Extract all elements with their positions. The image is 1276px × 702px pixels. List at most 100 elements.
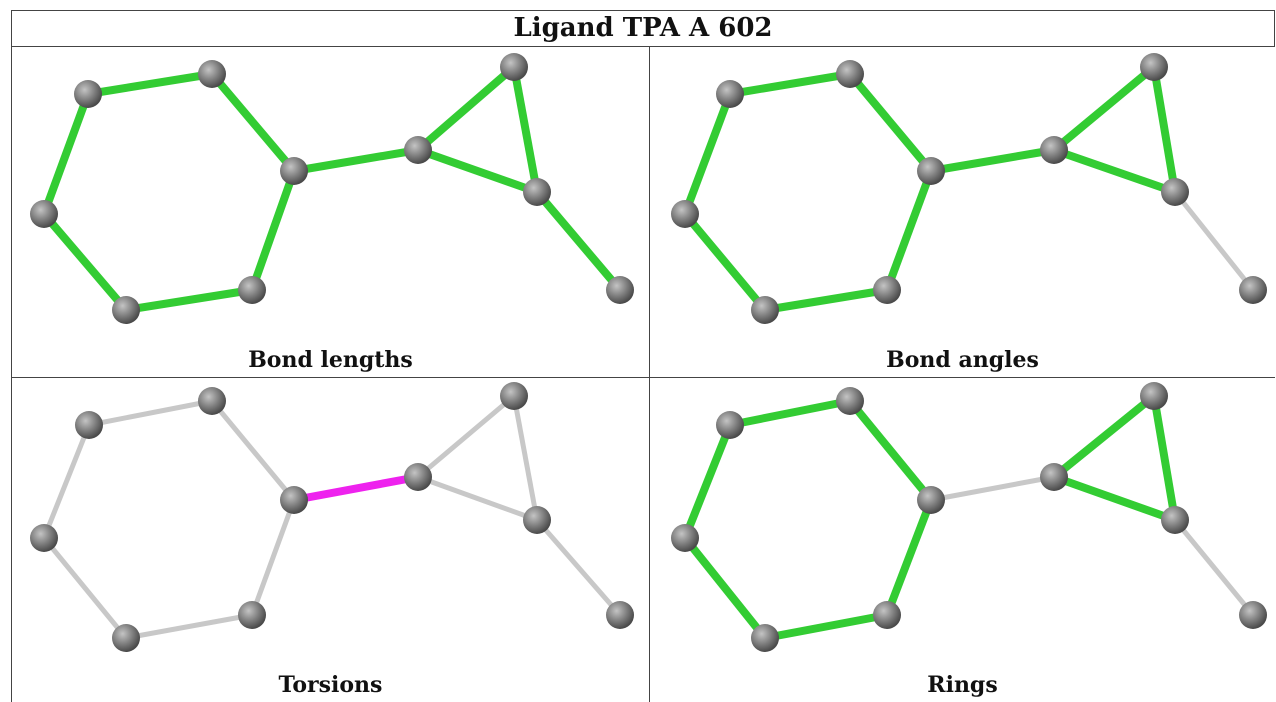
atom [198,387,226,415]
row-divider-right [649,377,1275,378]
atom [751,624,779,652]
bond-pass [1150,66,1179,193]
atom [716,411,744,439]
atom [112,624,140,652]
bond-neutral [930,474,1055,503]
figure-title: Ligand TPA A 602 [513,13,773,43]
bond-neutral [417,474,538,523]
atom [751,296,779,324]
atom [716,80,744,108]
bond-pass [764,611,888,642]
bond-neutral [416,394,516,479]
molecule-bond-angles [671,53,1267,324]
panel-caption: Bond lengths [248,347,413,373]
bond-pass [208,71,298,174]
atom [1161,178,1189,206]
bond-pass [681,211,769,313]
molecule-bond-lengths [30,53,634,324]
bond-pass [846,71,935,174]
column-divider [649,46,650,702]
bond-pass [1051,392,1157,481]
atom [1140,382,1168,410]
bond-neutral [249,499,297,616]
bond-pass [883,498,935,617]
panel-bond-lengths: Bond lengths [12,47,649,377]
bond-pass [293,146,419,175]
atom [280,157,308,185]
atom [1140,53,1168,81]
bond-pass [846,398,935,503]
panel-caption: Torsions [278,672,383,698]
bond-pass [883,169,935,292]
bond-neutral [125,612,253,641]
atom [198,60,226,88]
bond-neutral [42,536,128,640]
bond-pass [764,286,888,314]
atom [836,387,864,415]
molecule-rings [671,382,1267,652]
atom [280,486,308,514]
bond-pass [1052,146,1177,196]
bond-pass [510,66,541,193]
bond-pass [248,169,298,292]
atom [238,601,266,629]
panel-rings: Rings [650,378,1275,702]
atom [836,60,864,88]
atom [74,80,102,108]
bond-pass [1052,473,1177,524]
table-border-right [1274,10,1275,46]
atom [1040,463,1068,491]
atom [917,157,945,185]
atom [75,411,103,439]
atom [1161,506,1189,534]
bond-pass [415,63,517,154]
panel-caption: Bond angles [886,347,1039,373]
panel-caption: Rings [927,672,998,698]
atom [500,53,528,81]
bond-pass [681,423,734,540]
bond-neutral [88,398,213,428]
table-border-top [11,10,1275,11]
bond-pass [40,92,92,216]
bond-neutral [1173,518,1255,617]
bond-neutral [210,399,296,502]
atom [1040,136,1068,164]
bond-outlier [293,473,419,504]
bond-pass [40,211,130,313]
bond-pass [416,146,539,196]
bond-neutral [41,424,92,539]
bond-neutral [535,518,622,617]
row-divider-left [11,377,649,378]
bond-pass [87,70,213,98]
panel-torsions: Torsions [12,378,649,702]
bond-pass [533,189,624,293]
atom [523,506,551,534]
atom [917,486,945,514]
atom [1239,601,1267,629]
atom [523,178,551,206]
bond-neutral [511,395,540,521]
bond-pass [681,535,769,641]
atom [671,200,699,228]
bond-pass [681,92,734,216]
molecule-torsions [30,382,634,652]
atom [606,601,634,629]
bond-neutral [1173,190,1255,292]
atom [606,276,634,304]
bond-pass [125,286,253,314]
atom [1239,276,1267,304]
atom [873,276,901,304]
atom [404,136,432,164]
bond-pass [1150,395,1179,521]
bond-pass [729,397,851,429]
atom [671,524,699,552]
table-border-left [11,10,12,702]
bond-pass [1051,63,1157,154]
atom [112,296,140,324]
title-divider [11,46,1275,47]
atom [873,601,901,629]
bond-pass [930,146,1055,175]
atom [500,382,528,410]
panel-bond-angles: Bond angles [650,47,1275,377]
